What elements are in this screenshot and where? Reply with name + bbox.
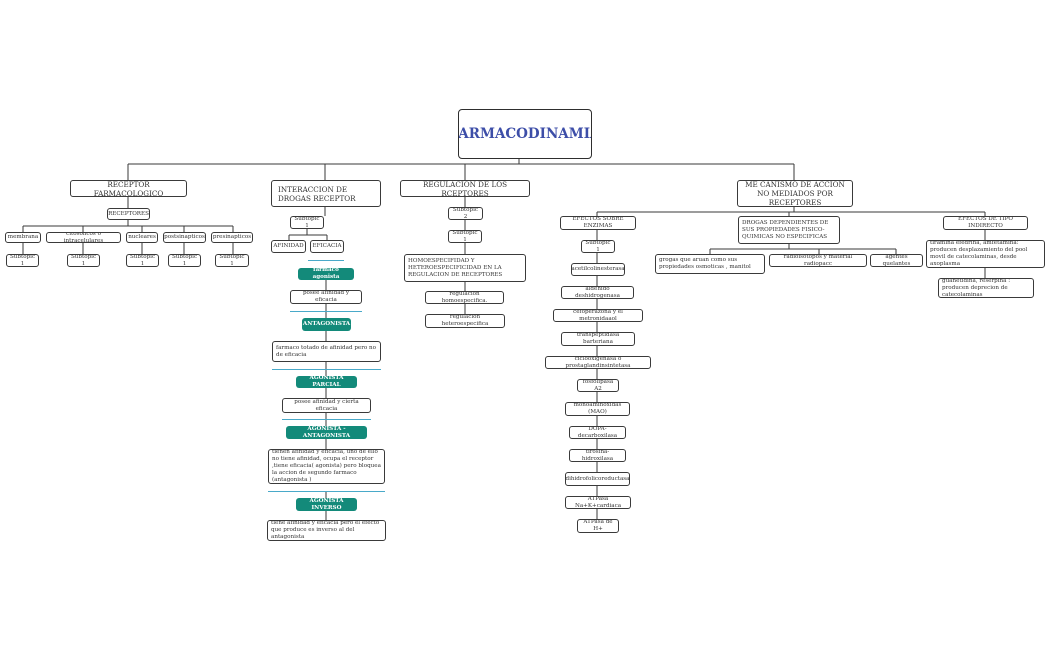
node-enzima-atpasa-nak[interactable]: ATPasa Na+K+cardiaca bbox=[565, 496, 631, 509]
node-agentes-quelantes[interactable]: agentes quelantes bbox=[870, 254, 923, 267]
node-presinapticos[interactable]: presinapticos bbox=[211, 232, 253, 243]
node-mecanismo-accion[interactable]: ME CANISMO DE ACCION NO MEDIADOS POR REC… bbox=[737, 180, 853, 207]
node-interaccion-drogas-receptor[interactable]: INTERACCION DE DROGAS RECEPTOR bbox=[271, 180, 381, 207]
node-enzima-dopa[interactable]: DOPA-decarboxilasa bbox=[569, 426, 626, 439]
node-efectos-indirecto[interactable]: EFECTOS DE TIPO INDIRECTO bbox=[943, 216, 1028, 230]
node-agonista-parcial-desc[interactable]: posee afinidad y cierta eficacia bbox=[282, 398, 371, 413]
node-enzima-transpeptidasa[interactable]: transpeptidasa barteriana bbox=[561, 332, 635, 346]
node-enzima-tirosina[interactable]: tirosina-hidroxilasa bbox=[569, 449, 626, 462]
node-agonista-inverso-desc[interactable]: tiene afinidad y eficacia pero el efecto… bbox=[267, 520, 386, 541]
node-subtopic-membrana[interactable]: Subtopic 1 bbox=[6, 254, 39, 267]
node-subtopic-citosolicos[interactable]: Subtopic 1 bbox=[67, 254, 100, 267]
separator-line bbox=[282, 419, 371, 420]
node-regulacion-subtopic-1[interactable]: Subtopic 1 bbox=[448, 230, 482, 243]
node-drogas-fisico-quimicas[interactable]: DROGAS DEPENDIENTES DE SUS PROPIEDADES F… bbox=[738, 216, 840, 244]
node-enzima-aldehido[interactable]: aldehido deshidrogenasa bbox=[561, 286, 634, 299]
node-regulacion-heteroespecifica[interactable]: regulacion heteroespecifica bbox=[425, 314, 505, 328]
node-regulacion-homoespecifica[interactable]: regulacion homoespecifica. bbox=[425, 291, 504, 304]
node-interaccion-subtopic[interactable]: Subtopic 1 bbox=[290, 216, 324, 229]
node-tiramina[interactable]: tiramina efedrina, amfetamina: producen … bbox=[926, 240, 1045, 268]
node-subtopic-nucleares[interactable]: Subtopic 1 bbox=[126, 254, 159, 267]
node-efectos-enzimas[interactable]: EFECTOS SOBRE ENZIMAS bbox=[560, 216, 636, 230]
node-subtopic-presinapticos[interactable]: Subtopic 1 bbox=[215, 254, 249, 267]
separator-line bbox=[272, 369, 381, 370]
node-enzima-fosfolipasa[interactable]: fosfolipasa A2 bbox=[577, 379, 619, 392]
node-receptores[interactable]: RECEPTORES bbox=[107, 208, 150, 220]
node-regulacion-receptores[interactable]: REGULACION DE LOS RCEPTORES bbox=[400, 180, 530, 197]
tag-farmaco-agonista[interactable]: farmaco agonista bbox=[298, 268, 354, 280]
root-title[interactable]: FARMACODINAMIA bbox=[458, 109, 592, 159]
node-citosolicos[interactable]: citosolicos o intracelulares bbox=[46, 232, 121, 243]
node-homoespecifidad[interactable]: HOMOESPECIFIDAD Y HETEROESPECIFICIDAD EN… bbox=[404, 254, 526, 282]
node-regulacion-subtopic-2[interactable]: Subtopic 2 bbox=[448, 207, 483, 220]
node-eficacia[interactable]: EFICACIA bbox=[310, 240, 344, 253]
tag-antagonista[interactable]: ANTAGONISTA bbox=[302, 318, 351, 331]
node-agonista-antagonista-desc[interactable]: tienen afinidad y eficacia, uno de ello … bbox=[268, 449, 385, 484]
node-guanetidina[interactable]: guanetidina, reserpina : producen deprec… bbox=[938, 278, 1034, 298]
node-membrana[interactable]: membrana bbox=[5, 232, 41, 243]
node-subtopic-postsinapticos[interactable]: Subtopic 1 bbox=[168, 254, 201, 267]
node-enzima-acetilcolinesterasa[interactable]: acetilcolinesterasa bbox=[571, 263, 625, 276]
separator-line bbox=[268, 491, 385, 492]
node-radioisotopos[interactable]: radioisotopos y material radiopacc bbox=[769, 254, 867, 267]
node-enzima-dihidrofolico[interactable]: dihidrofolicoreductasa bbox=[565, 472, 630, 486]
tag-agonista-parcial[interactable]: AGONISTA PARCIAL bbox=[296, 376, 357, 388]
node-enzima-atpasa-h[interactable]: ATPasa de H+ bbox=[577, 519, 619, 533]
node-enzima-cefoperazona[interactable]: cefoperazona y el metronidaaol bbox=[553, 309, 643, 322]
node-propiedades-osmoticas[interactable]: grogas que aruan como sus propiedades os… bbox=[655, 254, 765, 274]
tag-agonista-antagonista[interactable]: AGONISTA -ANTAGONISTA bbox=[286, 426, 367, 439]
node-afinidad[interactable]: AFINIDAD bbox=[271, 240, 306, 253]
node-enzimas-subtopic[interactable]: Subtopic 1 bbox=[581, 240, 615, 253]
node-enzima-mao[interactable]: monoaminoxidas (MAO) bbox=[565, 402, 630, 416]
node-postsinapticos[interactable]: postsinapticos bbox=[163, 232, 206, 243]
tag-agonista-inverso[interactable]: AGONISTA INVERSO bbox=[296, 498, 357, 511]
node-agonista-desc[interactable]: posee afinidad y eficacia bbox=[290, 290, 362, 304]
node-enzima-ciclooxigenasa[interactable]: ciclooxigenasa o prostaglandinsintetasa bbox=[545, 356, 651, 369]
node-antagonista-desc[interactable]: farmaco totado de afinidad pero no de ef… bbox=[272, 341, 381, 362]
separator-line bbox=[308, 260, 344, 261]
node-receptor-farmacologico[interactable]: RECEPTOR FARMACOLOGICO bbox=[70, 180, 187, 197]
separator-line bbox=[290, 311, 362, 312]
node-nucleares[interactable]: nucleares bbox=[126, 232, 158, 243]
